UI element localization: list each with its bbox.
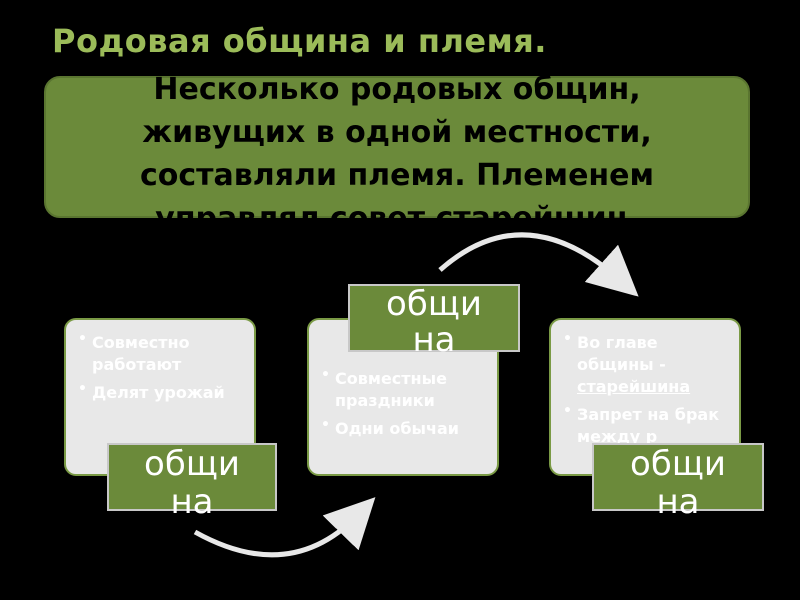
banner-line-4: управлял совет старейшин. (44, 197, 750, 240)
banner-line-4-start: управлял (155, 201, 330, 236)
top-cycle-arrow (438, 232, 639, 297)
label-line-1: общи (144, 444, 240, 484)
list-item: Во главе общины - старейшина (555, 328, 733, 398)
community-label-right: общи на (592, 443, 764, 521)
page-title: Родовая община и племя. (52, 22, 547, 60)
list-item: Одни обычаи (313, 414, 491, 440)
council-of-elders-term: совет старейшин (329, 201, 628, 236)
label-line-2: на (656, 482, 700, 522)
banner-line-1: Несколько родовых общин, (153, 72, 641, 107)
community-label-center: общи на (348, 284, 520, 358)
community-card-right-list: Во главе общины - старейшина Запрет на б… (555, 328, 733, 448)
label-line-2: на (170, 482, 214, 522)
community-label-left: общи на (107, 443, 277, 521)
elder-term: старейшина (577, 377, 691, 396)
tribe-definition-banner (44, 76, 750, 218)
bottom-cycle-arrow (193, 497, 376, 558)
label-line-1: общи (386, 284, 482, 324)
banner-line-2: живущих в одной местности, (142, 115, 652, 150)
banner-line-4-end: . (627, 201, 639, 236)
community-card-left-list: Совместно работают Делят урожай (70, 328, 248, 404)
label-line-1: общи (630, 444, 726, 484)
list-item: Совместно работают (70, 328, 248, 376)
list-item: Запрет на брак между р (555, 400, 733, 448)
tribe-definition-text: Несколько родовых общин, живущих в одной… (44, 68, 750, 240)
banner-line-3: составляли племя. Племенем (139, 158, 655, 193)
elder-item-start: Во главе общины - (577, 333, 666, 374)
community-card-center-list: Совместные праздники Одни обычаи (313, 364, 491, 440)
list-item: Делят урожай (70, 378, 248, 404)
label-line-2: на (412, 320, 456, 360)
list-item: Совместные праздники (313, 364, 491, 412)
